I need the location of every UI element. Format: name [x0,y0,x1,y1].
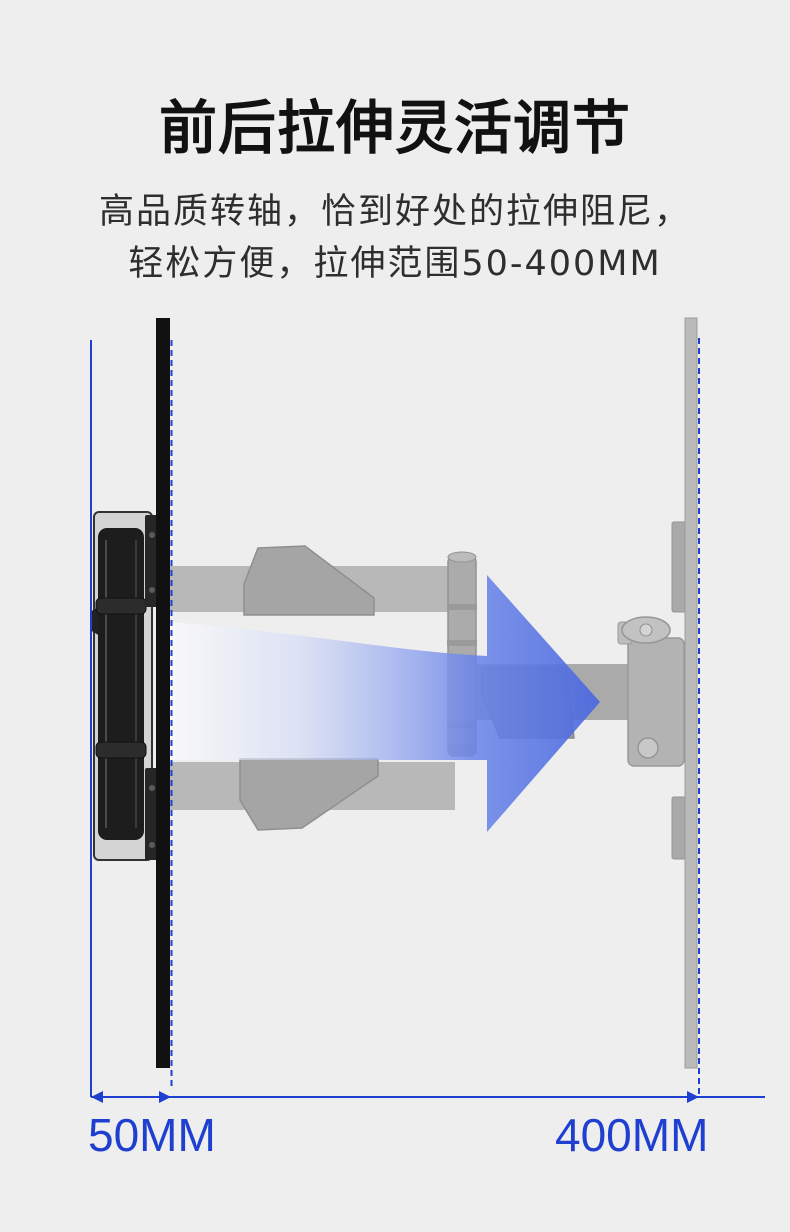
tv-bracket-upper [145,515,159,607]
subtitle-line: 轻松方便，拉伸范围50-400MM [128,244,662,284]
elbow-pivot-cap [447,551,477,563]
bracket-bolt [149,532,155,538]
pivot-bottom-knob [637,737,659,759]
max-extension-label: 400MM [555,1109,709,1161]
subtitle: 高品质转轴，恰到好处的拉伸阻尼， 轻松方便，拉伸范围50-400MM [0,186,790,290]
folded-arm [98,528,144,840]
retracted-tv-plate [156,318,170,1068]
lower-arm [170,758,455,831]
extended-tv-plate [684,317,698,1069]
tv-pivot-block [617,616,685,767]
extended-tv-bracket-lower [671,796,687,860]
tv-bracket-lower [145,768,159,860]
retracted-mount [90,318,170,1068]
dimension-guides [90,338,765,1103]
elbow-pivot-ring [447,604,477,610]
pivot-top-bolt [639,623,653,637]
min-extension-label: 50MM [88,1109,216,1161]
dimension-arrowhead-left [91,1091,103,1103]
bracket-bolt [149,842,155,848]
bracket-bolt [149,587,155,593]
wall-plate-latch [90,606,100,636]
folded-arm-joint-upper [95,597,147,615]
folded-arm-joint-lower [95,741,147,759]
upper-arm [170,545,455,616]
page-title: 前后拉伸灵活调节 [158,94,631,162]
extension-arrow [170,575,600,832]
extended-tv-bracket-upper [671,521,687,613]
upper-arm-bracket [243,545,375,616]
dimension-arrowhead-max [687,1091,699,1103]
dimension-arrowhead-min [159,1091,171,1103]
bracket-bolt [149,785,155,791]
extended-tv-plate-assembly [671,317,698,1069]
subtitle-line: 高品质转轴，恰到好处的拉伸阻尼， [98,192,691,232]
elbow-pivot-ring [447,640,477,646]
